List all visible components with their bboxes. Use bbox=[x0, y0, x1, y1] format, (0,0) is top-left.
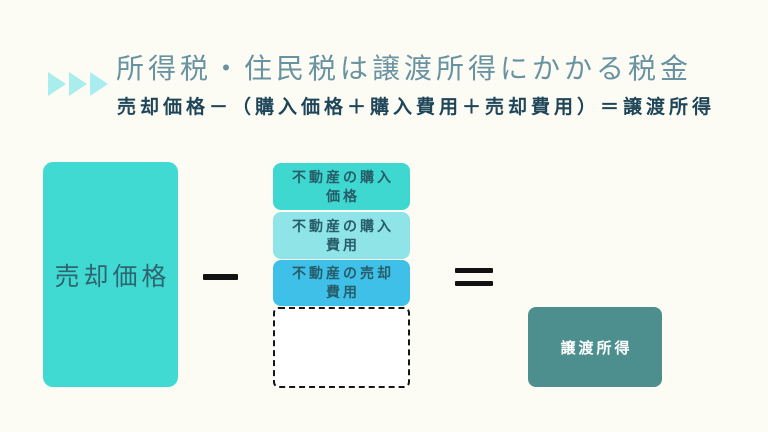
cost-box-line1: 不動産の購入 bbox=[292, 217, 394, 234]
equals-bar-bottom bbox=[455, 281, 493, 286]
empty-dashed-box bbox=[273, 307, 410, 388]
play-triangle-icon bbox=[69, 72, 87, 96]
equals-sign-icon bbox=[455, 268, 493, 286]
cost-box-line2: 費用 bbox=[326, 236, 360, 253]
cost-box-line1: 不動産の購入 bbox=[292, 168, 394, 185]
sale-price-box: 売却価格 bbox=[43, 162, 178, 387]
play-triangle-icon bbox=[90, 72, 108, 96]
triple-triangle-bullet-icon bbox=[48, 72, 108, 96]
cost-box-purchase-expenses: 不動産の購入 費用 bbox=[273, 212, 410, 259]
equals-bar-top bbox=[455, 268, 493, 273]
slide-title: 所得税・住民税は譲渡所得にかかる税金 bbox=[116, 54, 693, 85]
cost-box-purchase-price: 不動産の購入 価格 bbox=[273, 163, 410, 210]
sale-price-label: 売却価格 bbox=[54, 262, 171, 291]
capital-gain-result-box: 譲渡所得 bbox=[528, 307, 662, 387]
cost-box-sale-expenses: 不動産の売却 費用 bbox=[273, 260, 410, 306]
cost-box-line2: 費用 bbox=[326, 284, 360, 300]
cost-box-line2: 価格 bbox=[326, 187, 360, 204]
capital-gain-label: 譲渡所得 bbox=[560, 339, 633, 357]
cost-box-line1: 不動産の売却 bbox=[292, 265, 394, 281]
play-triangle-icon bbox=[48, 72, 66, 96]
formula-text: 売却価格－（購入価格＋購入費用＋売却費用）＝譲渡所得 bbox=[117, 97, 716, 118]
minus-sign-icon bbox=[203, 274, 238, 280]
